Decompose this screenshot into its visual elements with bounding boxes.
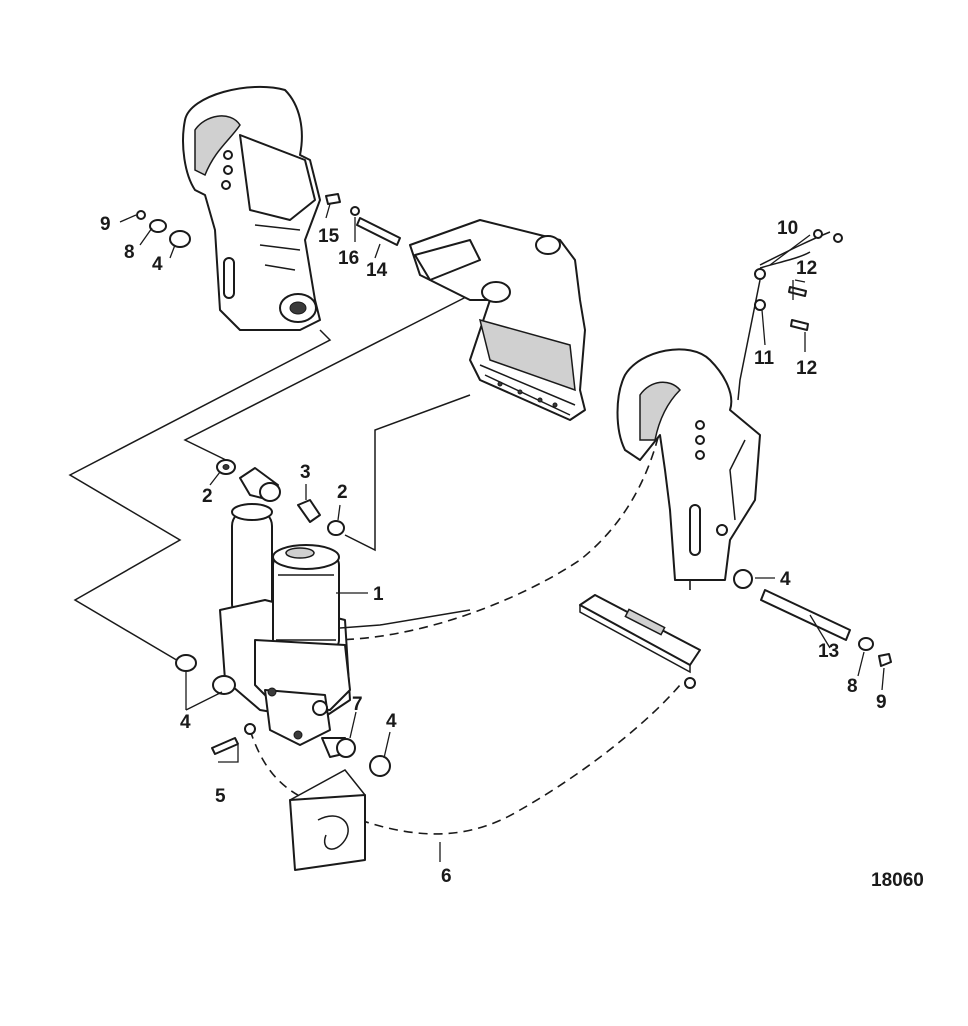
callout-4: 4 xyxy=(152,254,163,275)
callout-6: 6 xyxy=(441,866,452,887)
callout-labels: 9 8 4 15 16 14 10 12 11 12 2 3 2 1 4 13 … xyxy=(100,214,924,891)
figure-number: 18060 xyxy=(871,870,924,891)
callout-12: 12 xyxy=(796,258,817,279)
detail-inset xyxy=(289,769,366,871)
callout-11: 11 xyxy=(754,348,775,369)
callout-8: 8 xyxy=(124,242,135,263)
callout-3: 3 xyxy=(300,462,311,483)
alignment-lines xyxy=(68,294,691,835)
callout-15: 15 xyxy=(318,226,340,247)
right-stern-bracket xyxy=(616,348,761,581)
callout-2: 2 xyxy=(202,486,213,507)
callout-4: 4 xyxy=(180,712,191,733)
callout-9: 9 xyxy=(876,692,887,713)
callout-16: 16 xyxy=(338,248,359,269)
callout-12: 12 xyxy=(796,358,817,379)
callout-2: 2 xyxy=(337,482,348,503)
left-stern-bracket xyxy=(182,85,321,331)
callout-10: 10 xyxy=(777,218,798,239)
small-parts xyxy=(136,193,892,777)
callout-9: 9 xyxy=(100,214,111,235)
callout-8: 8 xyxy=(847,676,858,697)
callout-14: 14 xyxy=(366,260,388,281)
trim-pump-assembly xyxy=(219,503,471,746)
callout-13: 13 xyxy=(818,641,839,662)
callout-4: 4 xyxy=(386,711,397,732)
swivel-bracket xyxy=(409,219,586,421)
callout-5: 5 xyxy=(215,786,226,807)
leader-lines xyxy=(119,203,885,862)
anode-plate xyxy=(579,594,701,674)
callout-7: 7 xyxy=(352,694,363,715)
callout-1: 1 xyxy=(373,584,384,605)
callout-4: 4 xyxy=(780,569,791,590)
